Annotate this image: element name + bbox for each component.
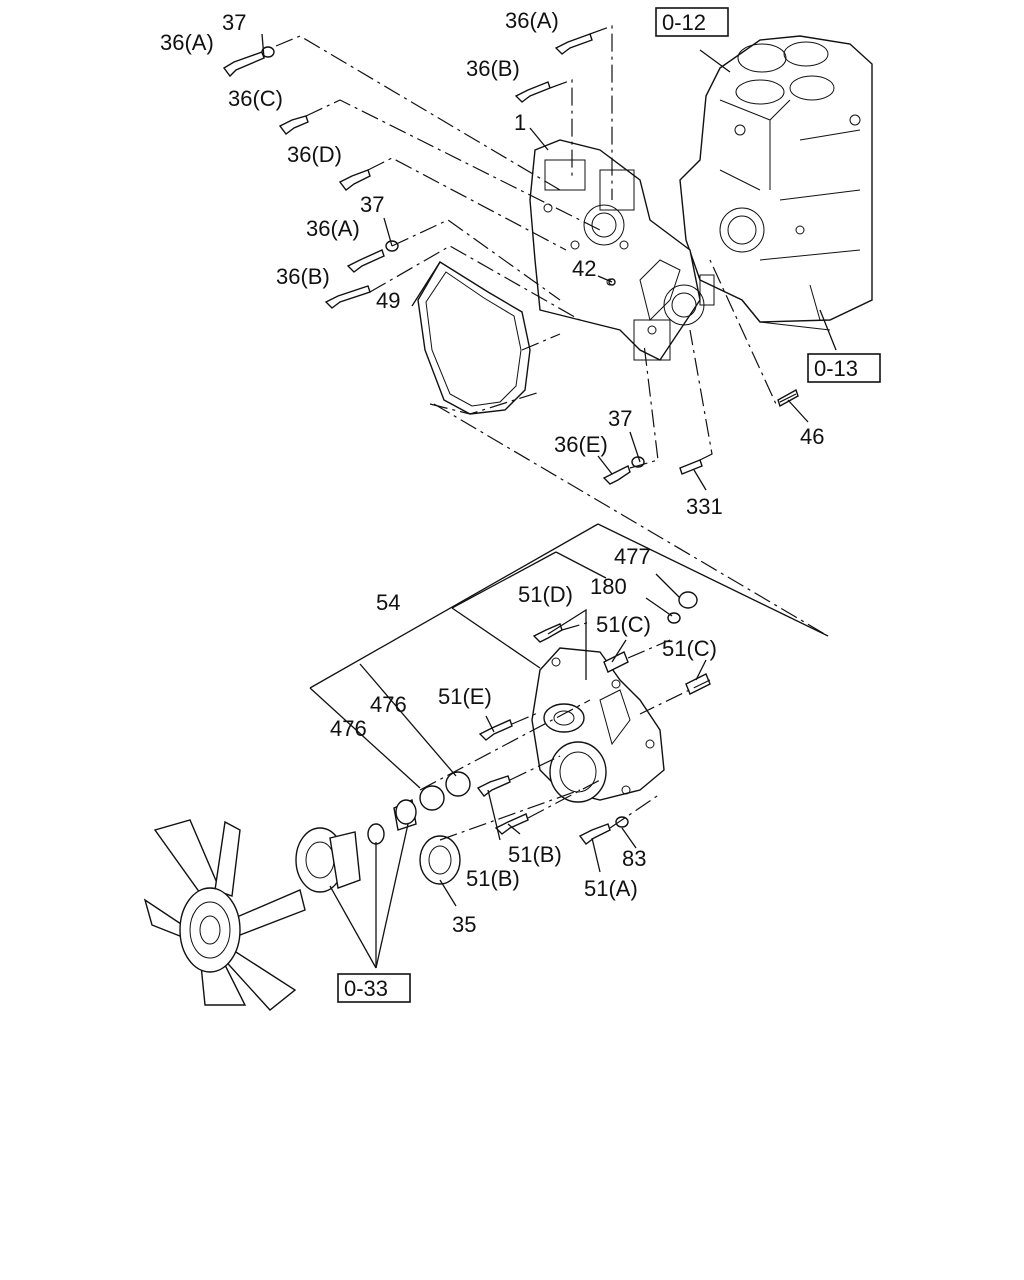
callout-1: 1 (514, 110, 526, 135)
callout-36a-middle: 36(A) (306, 216, 360, 241)
bolt-51b-upper (476, 775, 511, 797)
front-cover (531, 647, 665, 803)
ref-box-fan-clutch-label: 0-33 (344, 976, 388, 1001)
bolt-36b-top-center (514, 81, 551, 103)
callout-51a: 51(A) (584, 876, 638, 901)
callout-labels: 37 36(A) 36(C) 36(D) 37 36(A) 36(B) 36(A… (160, 8, 824, 937)
callout-42: 42 (572, 256, 596, 281)
callout-477: 477 (614, 544, 651, 569)
ref-box-engine-block-label: 0-12 (662, 10, 706, 35)
bolt-51d (532, 623, 563, 643)
bolts-upper (222, 33, 799, 485)
oil-seal-35 (419, 835, 461, 885)
engine-block (679, 35, 873, 331)
bolt-36b-middle (324, 285, 371, 309)
callout-35: 35 (452, 912, 476, 937)
callout-36d: 36(D) (287, 142, 342, 167)
callout-83: 83 (622, 846, 646, 871)
callout-37-lower: 37 (608, 406, 632, 431)
callout-36a-top-center: 36(A) (505, 8, 559, 33)
callout-37-middle: 37 (360, 192, 384, 217)
bolt-36a-top-left (222, 46, 275, 78)
bolt-51a (578, 823, 611, 845)
callout-36b-top-center: 36(B) (466, 56, 520, 81)
bolt-36a-middle (346, 240, 399, 273)
gasket (417, 261, 531, 415)
callout-180: 180 (590, 574, 627, 599)
bolt-36c (278, 115, 309, 135)
callout-36b-middle: 36(B) (276, 264, 330, 289)
callout-36a-top-left: 36(A) (160, 30, 214, 55)
assembly-lines-lower (309, 523, 829, 969)
callout-49: 49 (376, 288, 400, 313)
ref-box-oil-pan-label: 0-13 (814, 356, 858, 381)
callout-476-lower: 476 (330, 716, 367, 741)
plug-477 (678, 591, 698, 609)
callout-46: 46 (800, 424, 824, 449)
callout-51c-right: 51(C) (662, 636, 717, 661)
callout-54: 54 (376, 590, 400, 615)
bolts-lower (419, 591, 711, 885)
callout-36e: 36(E) (554, 432, 608, 457)
assembly-lines-upper (261, 25, 837, 637)
ref-box-engine-block[interactable]: 0-12 (655, 7, 729, 37)
callout-331: 331 (686, 494, 723, 519)
ref-box-fan-clutch[interactable]: 0-33 (337, 973, 411, 1003)
washer-83 (615, 816, 629, 828)
dowel-476-lower (419, 785, 445, 811)
callout-51d: 51(D) (518, 582, 573, 607)
callout-36c: 36(C) (228, 86, 283, 111)
bolt-36d (338, 169, 371, 191)
callout-51b-right: 51(B) (508, 842, 562, 867)
bolt-51e (478, 719, 513, 741)
bolt-51b-lower (494, 813, 529, 835)
callout-37-top: 37 (222, 10, 246, 35)
callout-476-upper: 476 (370, 692, 407, 717)
spacer-51c-left (603, 651, 629, 673)
ref-box-oil-pan[interactable]: 0-13 (807, 353, 881, 383)
timing-gear-case (529, 139, 715, 361)
callout-51b-left: 51(B) (466, 866, 520, 891)
fan-assembly (143, 798, 417, 1011)
callout-51e: 51(E) (438, 684, 492, 709)
stud-331 (679, 459, 703, 475)
dowel-476-upper (445, 771, 471, 797)
bolt-36a-top-center (554, 33, 593, 55)
callout-51c-left: 51(C) (596, 612, 651, 637)
